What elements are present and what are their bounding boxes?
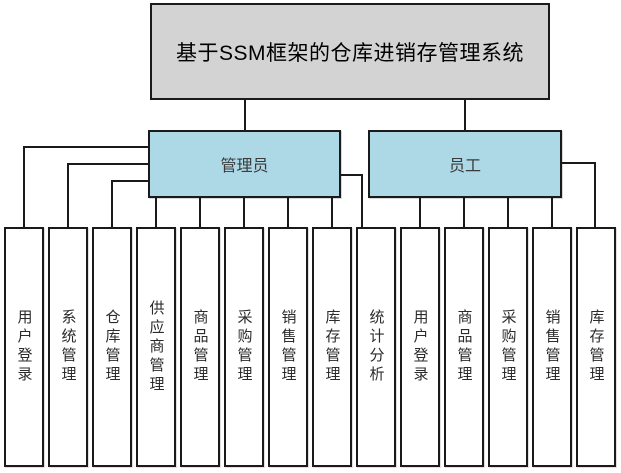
module-label: 库存管理 <box>323 309 341 385</box>
module-label: 库存管理 <box>587 309 605 385</box>
connector-admin-bottom-3 <box>243 198 245 227</box>
connector-admin-bottom-4 <box>287 198 289 227</box>
module-box-purchase-mgmt-admin: 采购管理 <box>224 227 264 467</box>
connector-employee-bottom-1 <box>419 198 421 227</box>
connector-admin-bottom-2 <box>199 198 201 227</box>
module-box-sales-mgmt-admin: 销售管理 <box>268 227 308 467</box>
role-admin-label: 管理员 <box>220 158 269 175</box>
module-box-user-login-employee: 用户登录 <box>400 227 440 467</box>
module-label: 仓库管理 <box>103 309 121 385</box>
connector-admin-left-1-v <box>23 146 25 227</box>
connector-admin-left-2-v <box>67 163 69 227</box>
module-label: 商品管理 <box>455 309 473 385</box>
module-box-purchase-mgmt-employee: 采购管理 <box>488 227 528 467</box>
connector-admin-bottom-5 <box>331 198 333 227</box>
connector-employee-bottom-3 <box>507 198 509 227</box>
module-label: 销售管理 <box>279 309 297 385</box>
system-title: 基于SSM框架的仓库进销存管理系统 <box>175 41 524 65</box>
module-label: 商品管理 <box>191 309 209 385</box>
module-box-warehouse-mgmt: 仓库管理 <box>92 227 132 467</box>
module-box-user-login-admin: 用户登录 <box>4 227 44 467</box>
connector-admin-left-3-h <box>111 180 148 182</box>
module-box-inventory-mgmt-admin: 库存管理 <box>312 227 352 467</box>
connector-employee-bottom-2 <box>463 198 465 227</box>
role-employee-label: 员工 <box>448 158 481 175</box>
module-label: 统计分析 <box>367 309 385 385</box>
module-box-system-mgmt: 系统管理 <box>48 227 88 467</box>
module-box-supplier-mgmt: 供应商管理 <box>136 227 176 467</box>
module-box-product-mgmt-admin: 商品管理 <box>180 227 220 467</box>
module-label: 用户登录 <box>15 309 33 385</box>
connector-employee-right-v <box>594 162 596 227</box>
module-label: 用户登录 <box>411 309 429 385</box>
connector-admin-left-1-h <box>23 146 148 148</box>
connector-employee-bottom-4 <box>551 198 553 227</box>
role-box-admin: 管理员 <box>148 130 341 198</box>
connector-admin-left-2-h <box>67 163 148 165</box>
module-label: 供应商管理 <box>147 299 165 395</box>
module-label: 系统管理 <box>59 309 77 385</box>
module-box-product-mgmt-employee: 商品管理 <box>444 227 484 467</box>
connector-admin-right-h <box>341 174 363 176</box>
connector-employee-right-h <box>562 162 596 164</box>
system-title-box: 基于SSM框架的仓库进销存管理系统 <box>150 3 550 100</box>
connector-admin-left-3-v <box>111 180 113 227</box>
module-box-sales-mgmt-employee: 销售管理 <box>532 227 572 467</box>
connector-admin-right-v <box>361 174 363 227</box>
role-box-employee: 员工 <box>368 130 562 198</box>
module-label: 采购管理 <box>235 309 253 385</box>
module-box-statistics-analysis: 统计分析 <box>356 227 396 467</box>
connector-title-to-employee <box>464 100 466 130</box>
module-box-inventory-mgmt-employee: 库存管理 <box>576 227 616 467</box>
connector-title-to-admin <box>244 100 246 130</box>
module-label: 销售管理 <box>543 309 561 385</box>
module-label: 采购管理 <box>499 309 517 385</box>
connector-admin-bottom-1 <box>155 198 157 227</box>
